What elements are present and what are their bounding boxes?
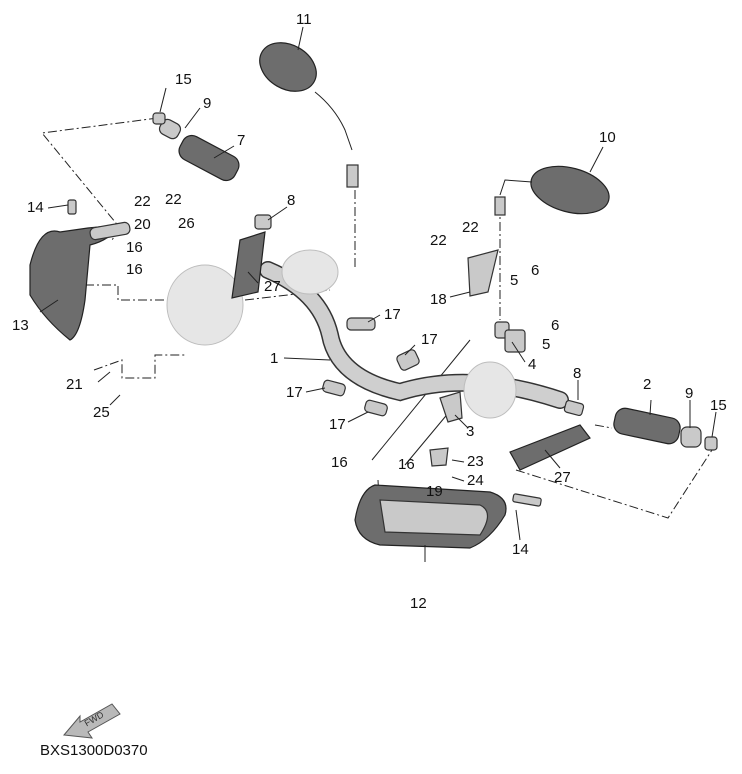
callout-16: 16 — [126, 239, 143, 256]
right-grip — [563, 399, 718, 451]
leader-lines — [39, 26, 717, 562]
callout-3: 3 — [466, 423, 475, 440]
right-mirror — [494, 165, 610, 216]
callout-7: 7 — [237, 132, 246, 149]
right-handguard — [354, 484, 507, 549]
callout-17: 17 — [286, 384, 303, 401]
callout-22: 22 — [165, 191, 182, 208]
right-cover — [509, 424, 591, 471]
callout-8: 8 — [573, 365, 582, 382]
callout-20: 20 — [134, 216, 151, 233]
callout-2: 2 — [643, 376, 652, 393]
callout-22: 22 — [134, 193, 151, 210]
diagram-code: BXS1300D0370 — [40, 742, 148, 759]
callout-15: 15 — [175, 71, 192, 88]
callout-8: 8 — [287, 192, 296, 209]
callout-22: 22 — [462, 219, 479, 236]
callout-17: 17 — [329, 416, 346, 433]
callout-1: 1 — [270, 350, 279, 367]
clamps — [67, 199, 542, 507]
callout-22: 22 — [430, 232, 447, 249]
callout-13: 13 — [12, 317, 29, 334]
callout-17: 17 — [384, 306, 401, 323]
callout-26: 26 — [178, 215, 195, 232]
callout-27: 27 — [264, 278, 281, 295]
callout-19: 19 — [426, 483, 443, 500]
collar-8 — [254, 214, 272, 230]
fwd-arrow-icon: FWD — [63, 703, 121, 739]
callout-18: 18 — [430, 291, 447, 308]
callout-9: 9 — [203, 95, 212, 112]
callout-15: 15 — [710, 397, 727, 414]
left-handguard — [29, 221, 131, 341]
callout-17: 17 — [421, 331, 438, 348]
assembly-lines — [41, 117, 713, 521]
callout-25: 25 — [93, 404, 110, 421]
callout-5: 5 — [542, 336, 551, 353]
callout-23: 23 — [467, 453, 484, 470]
callout-27: 27 — [554, 469, 571, 486]
callout-12: 12 — [410, 595, 427, 612]
left-grip — [152, 112, 240, 182]
callout-24: 24 — [467, 472, 484, 489]
callout-16: 16 — [331, 454, 348, 471]
callout-11: 11 — [296, 11, 312, 28]
callout-10: 10 — [599, 129, 616, 146]
callout-5: 5 — [510, 272, 519, 289]
callout-6: 6 — [551, 317, 560, 334]
callout-14: 14 — [512, 541, 529, 558]
left-cover — [231, 231, 266, 299]
callout-16: 16 — [126, 261, 143, 278]
left-mirror — [259, 42, 359, 188]
callout-16: 16 — [398, 456, 415, 473]
callout-9: 9 — [685, 385, 694, 402]
callout-6: 6 — [531, 262, 540, 279]
callout-14: 14 — [27, 199, 44, 216]
callout-21: 21 — [66, 376, 83, 393]
callout-4: 4 — [528, 356, 537, 373]
right-switch-housing — [463, 361, 517, 419]
left-switch-housing — [166, 249, 339, 346]
